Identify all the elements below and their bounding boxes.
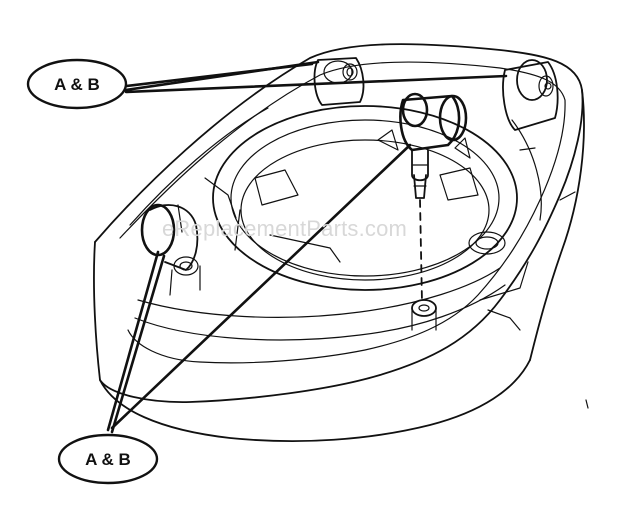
elbow-stem (411, 149, 429, 182)
valve-top-right-bore (544, 82, 552, 90)
ring-inner (230, 119, 500, 277)
valve-top-right-nut (538, 75, 554, 97)
lower-socket (411, 299, 437, 331)
socket-top (411, 299, 437, 317)
housing-right-side (529, 89, 585, 361)
socket-walls (411, 307, 437, 331)
ring-floor (240, 139, 490, 281)
housing-inner-rim (119, 61, 566, 364)
port-inner (475, 236, 499, 250)
elbow-body (399, 94, 461, 152)
housing-front-edge (93, 241, 531, 442)
ring-tab-left (254, 169, 299, 206)
valve-top-left-bore (346, 67, 354, 77)
leader-top-to-left-valve-b (124, 62, 314, 88)
central-ring (212, 105, 518, 291)
housing-right-wall (511, 119, 542, 221)
ring-front-step (269, 234, 341, 263)
elbow-cap-right (438, 94, 468, 142)
leader-bottom-to-left-valve-a (106, 250, 160, 432)
housing-ledge-line (137, 267, 501, 318)
elbow-fitting (399, 92, 468, 303)
housing-corner (479, 261, 529, 301)
ring-tab-right (439, 167, 479, 201)
housing-outer-rim (94, 43, 584, 403)
housing-rib-left-b (177, 204, 183, 233)
valve-top-right-body (502, 61, 559, 131)
round-port (468, 231, 506, 255)
callout-top-label: A & B (54, 75, 100, 94)
valve-left-stem (169, 265, 201, 296)
valve-top-left-nut (342, 63, 358, 81)
leader-lines (106, 60, 508, 434)
ring-tab-top-right (454, 137, 471, 159)
valve-top-left-body (313, 57, 365, 106)
housing-rib-left (204, 177, 237, 219)
housing-left-ledge (129, 107, 269, 226)
stray-mark (585, 399, 589, 409)
alignment-dash (419, 199, 423, 303)
valve-top-right-cap (516, 59, 548, 101)
watermark-text: eReplacementParts.com (162, 216, 407, 241)
socket-bore (418, 304, 430, 312)
port-outer (468, 231, 506, 255)
valve-top-right (502, 59, 559, 131)
elbow-cap-left (401, 92, 429, 128)
callout-bottom: A & B (57, 433, 159, 485)
ring-left-wall (234, 209, 241, 251)
callout-bottom-oval (57, 433, 159, 485)
callout-top: A & B (26, 58, 128, 110)
housing-rib-right-b (559, 191, 576, 201)
ring-tab-top (377, 129, 399, 151)
callout-top-oval (26, 58, 128, 110)
housing-lower-ledge (134, 284, 506, 341)
leader-bottom-to-elbow (110, 143, 412, 430)
leader-bottom-to-left-valve-b (110, 254, 166, 434)
valve-left-port (173, 256, 199, 276)
housing-rib-right (519, 147, 536, 151)
valve-left-port-bore (179, 261, 193, 271)
housing-base (93, 43, 585, 442)
leader-top-to-right-valve (124, 74, 508, 94)
ring-outer (212, 105, 518, 291)
callout-bottom-label: A & B (85, 450, 131, 469)
housing-corner-b (487, 309, 521, 331)
